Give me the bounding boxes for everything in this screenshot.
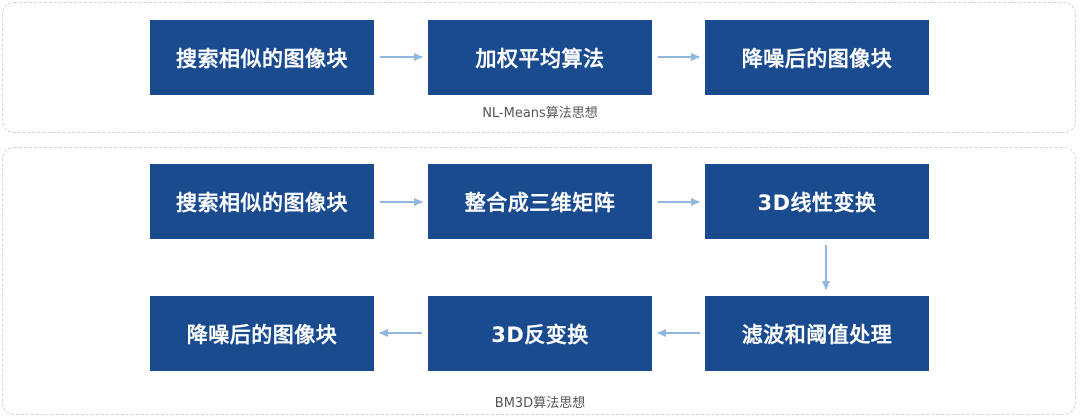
bm3d-panel [2,147,1076,415]
nl-step-search-similar-blocks: 搜索相似的图像块 [150,20,374,95]
bm3d-step-3d-inverse-transform: 3D反变换 [428,296,652,371]
bm3d-step-3d-linear-transform: 3D线性变换 [705,164,929,239]
bm3d-step-denoised-block: 降噪后的图像块 [150,296,374,371]
bm3d-step-filter-threshold: 滤波和阈值处理 [705,296,929,371]
bm3d-caption: BM3D算法思想 [494,396,586,411]
nl-step-weighted-average: 加权平均算法 [428,20,652,95]
bm3d-step-3d-matrix: 整合成三维矩阵 [428,164,652,239]
bm3d-step-search-similar-blocks: 搜索相似的图像块 [150,164,374,239]
nl-step-denoised-block: 降噪后的图像块 [705,20,929,95]
nl-means-caption: NL-Means算法思想 [482,106,598,121]
nl-means-panel [2,2,1076,133]
